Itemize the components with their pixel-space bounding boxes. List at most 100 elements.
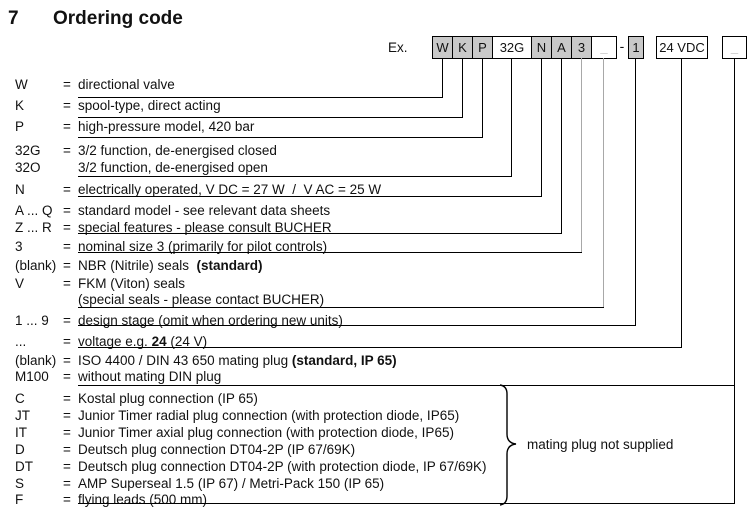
- code-row: DT=Deutsch plug connection DT04-2P (with…: [0, 459, 748, 476]
- row-description: voltage e.g. 24 (24 V): [78, 334, 208, 349]
- row-description: Deutsch plug connection DT04-2P (IP 67/6…: [78, 442, 356, 457]
- code-row: N=electrically operated, V DC = 27 W / V…: [0, 182, 748, 199]
- code-row: F = flying leads (500 mm): [0, 492, 748, 509]
- code-row: M100=without mating DIN plug: [0, 369, 748, 386]
- row-code-label: P: [15, 119, 25, 134]
- row-underline: [78, 325, 636, 326]
- code-row: ...=voltage e.g. 24 (24 V): [0, 334, 748, 351]
- code-box-blank: _: [722, 36, 747, 59]
- code-row: 3=nominal size 3 (primarily for pilot co…: [0, 239, 748, 256]
- row-underline: [78, 252, 582, 253]
- row-description: directional valve: [78, 77, 175, 92]
- row-code-label: V: [15, 276, 25, 291]
- connector-line: [734, 58, 735, 504]
- connector-line: [561, 58, 562, 234]
- code-box: K: [452, 36, 473, 59]
- row-equals: =: [63, 425, 71, 440]
- row-underline: [78, 347, 682, 348]
- row-equals: =: [63, 98, 71, 113]
- row-equals: =: [63, 391, 71, 406]
- row-equals: =: [63, 476, 71, 491]
- row-equals: =: [63, 334, 71, 349]
- row-code-label: K: [15, 98, 25, 113]
- row-description: (special seals - please contact BUCHER): [78, 292, 325, 307]
- row-description: standard model - see relevant data sheet…: [78, 203, 331, 218]
- code-row: Z ... R=special features - please consul…: [0, 220, 748, 237]
- code-box: 32G: [492, 36, 532, 59]
- row-description: Junior Timer radial plug connection (wit…: [78, 408, 460, 423]
- connector-line: [541, 58, 542, 197]
- row-equals: =: [63, 276, 71, 291]
- code-row: 32G=3/2 function, de-energised closed: [0, 143, 748, 160]
- group-brace: [499, 384, 517, 506]
- row-code-label: 1 ... 9: [15, 313, 49, 328]
- page-title: Ordering code: [53, 8, 183, 29]
- row-underline: [78, 176, 512, 177]
- row-code-label: F: [15, 492, 24, 507]
- code-box: P: [472, 36, 493, 59]
- row-description: Kostal plug connection (IP 65): [78, 391, 258, 406]
- code-box: 3: [571, 36, 592, 59]
- code-row: C=Kostal plug connection (IP 65): [0, 391, 748, 408]
- row-description: special features - please consult BUCHER: [78, 220, 332, 235]
- code-row: A ... Q=standard model - see relevant da…: [0, 203, 748, 220]
- row-code-label: W: [15, 77, 28, 92]
- row-equals: =: [63, 408, 71, 423]
- row-description: without mating DIN plug: [78, 369, 222, 384]
- row-description: flying leads (500 mm): [78, 492, 208, 507]
- code-box: N: [531, 36, 552, 59]
- row-equals: =: [63, 353, 71, 368]
- row-description: ISO 4400 / DIN 43 650 mating plug (stand…: [78, 353, 397, 368]
- row-description: nominal size 3 (primarily for pilot cont…: [78, 239, 328, 254]
- connector-line: [442, 58, 443, 98]
- row-equals: =: [63, 258, 71, 273]
- code-box: 24 VDC: [656, 36, 708, 59]
- connector-line: [581, 58, 582, 253]
- row-equals: =: [63, 119, 71, 134]
- code-row: 1 ... 9=design stage (omit when ordering…: [0, 313, 748, 330]
- code-row: JT=Junior Timer radial plug connection (…: [0, 408, 748, 425]
- row-code-label: S: [15, 476, 25, 491]
- code-row: IT=Junior Timer axial plug connection (w…: [0, 425, 748, 442]
- code-row: W=directional valve: [0, 77, 748, 94]
- row-code-label: 32O: [15, 160, 41, 175]
- row-underline: [78, 503, 735, 504]
- row-underline: [78, 97, 443, 98]
- row-equals: =: [63, 220, 71, 235]
- connector-line: [482, 58, 483, 138]
- code-separator: -: [619, 38, 625, 54]
- code-row: D = Deutsch plug connection DT04-2P (IP 67…: [0, 442, 748, 459]
- connector-line: [603, 58, 604, 308]
- brace-note: mating plug not supplied: [527, 437, 674, 452]
- code-box: A: [551, 36, 572, 59]
- row-equals: =: [63, 239, 71, 254]
- row-equals: =: [63, 492, 71, 507]
- code-row: K = spool-type, direct acting: [0, 98, 748, 115]
- connector-line: [511, 58, 512, 177]
- row-equals: =: [63, 203, 71, 218]
- row-equals: =: [63, 369, 71, 384]
- row-description: design stage (omit when ordering new uni…: [78, 313, 343, 328]
- example-label: Ex.: [388, 40, 408, 55]
- row-code-label: IT: [15, 425, 27, 440]
- row-code-label: (blank): [15, 353, 57, 368]
- row-description: Deutsch plug connection DT04-2P (with pr…: [78, 459, 487, 474]
- row-description: 3/2 function, de-energised closed: [78, 143, 277, 158]
- code-row: P=high-pressure model, 420 bar: [0, 119, 748, 136]
- connector-line: [635, 58, 636, 326]
- row-description: spool-type, direct acting: [78, 98, 221, 113]
- code-box-blank: _: [591, 36, 617, 59]
- code-row: (blank)=NBR (Nitrile) seals (standard): [0, 258, 748, 275]
- row-description: 3/2 function, de-energised open: [78, 160, 268, 175]
- code-row: (blank) = ISO 4400 / DIN 43 650 mating plu…: [0, 353, 748, 370]
- row-underline: [78, 307, 604, 308]
- connector-line: [681, 58, 682, 348]
- row-equals: =: [63, 442, 71, 457]
- row-description: NBR (Nitrile) seals (standard): [78, 258, 263, 273]
- row-code-label: D: [15, 442, 25, 457]
- code-box: 1: [628, 36, 644, 59]
- code-row: (special seals - please contact BUCHER): [0, 292, 748, 309]
- row-code-label: DT: [15, 459, 33, 474]
- row-description: electrically operated, V DC = 27 W / V A…: [78, 182, 382, 197]
